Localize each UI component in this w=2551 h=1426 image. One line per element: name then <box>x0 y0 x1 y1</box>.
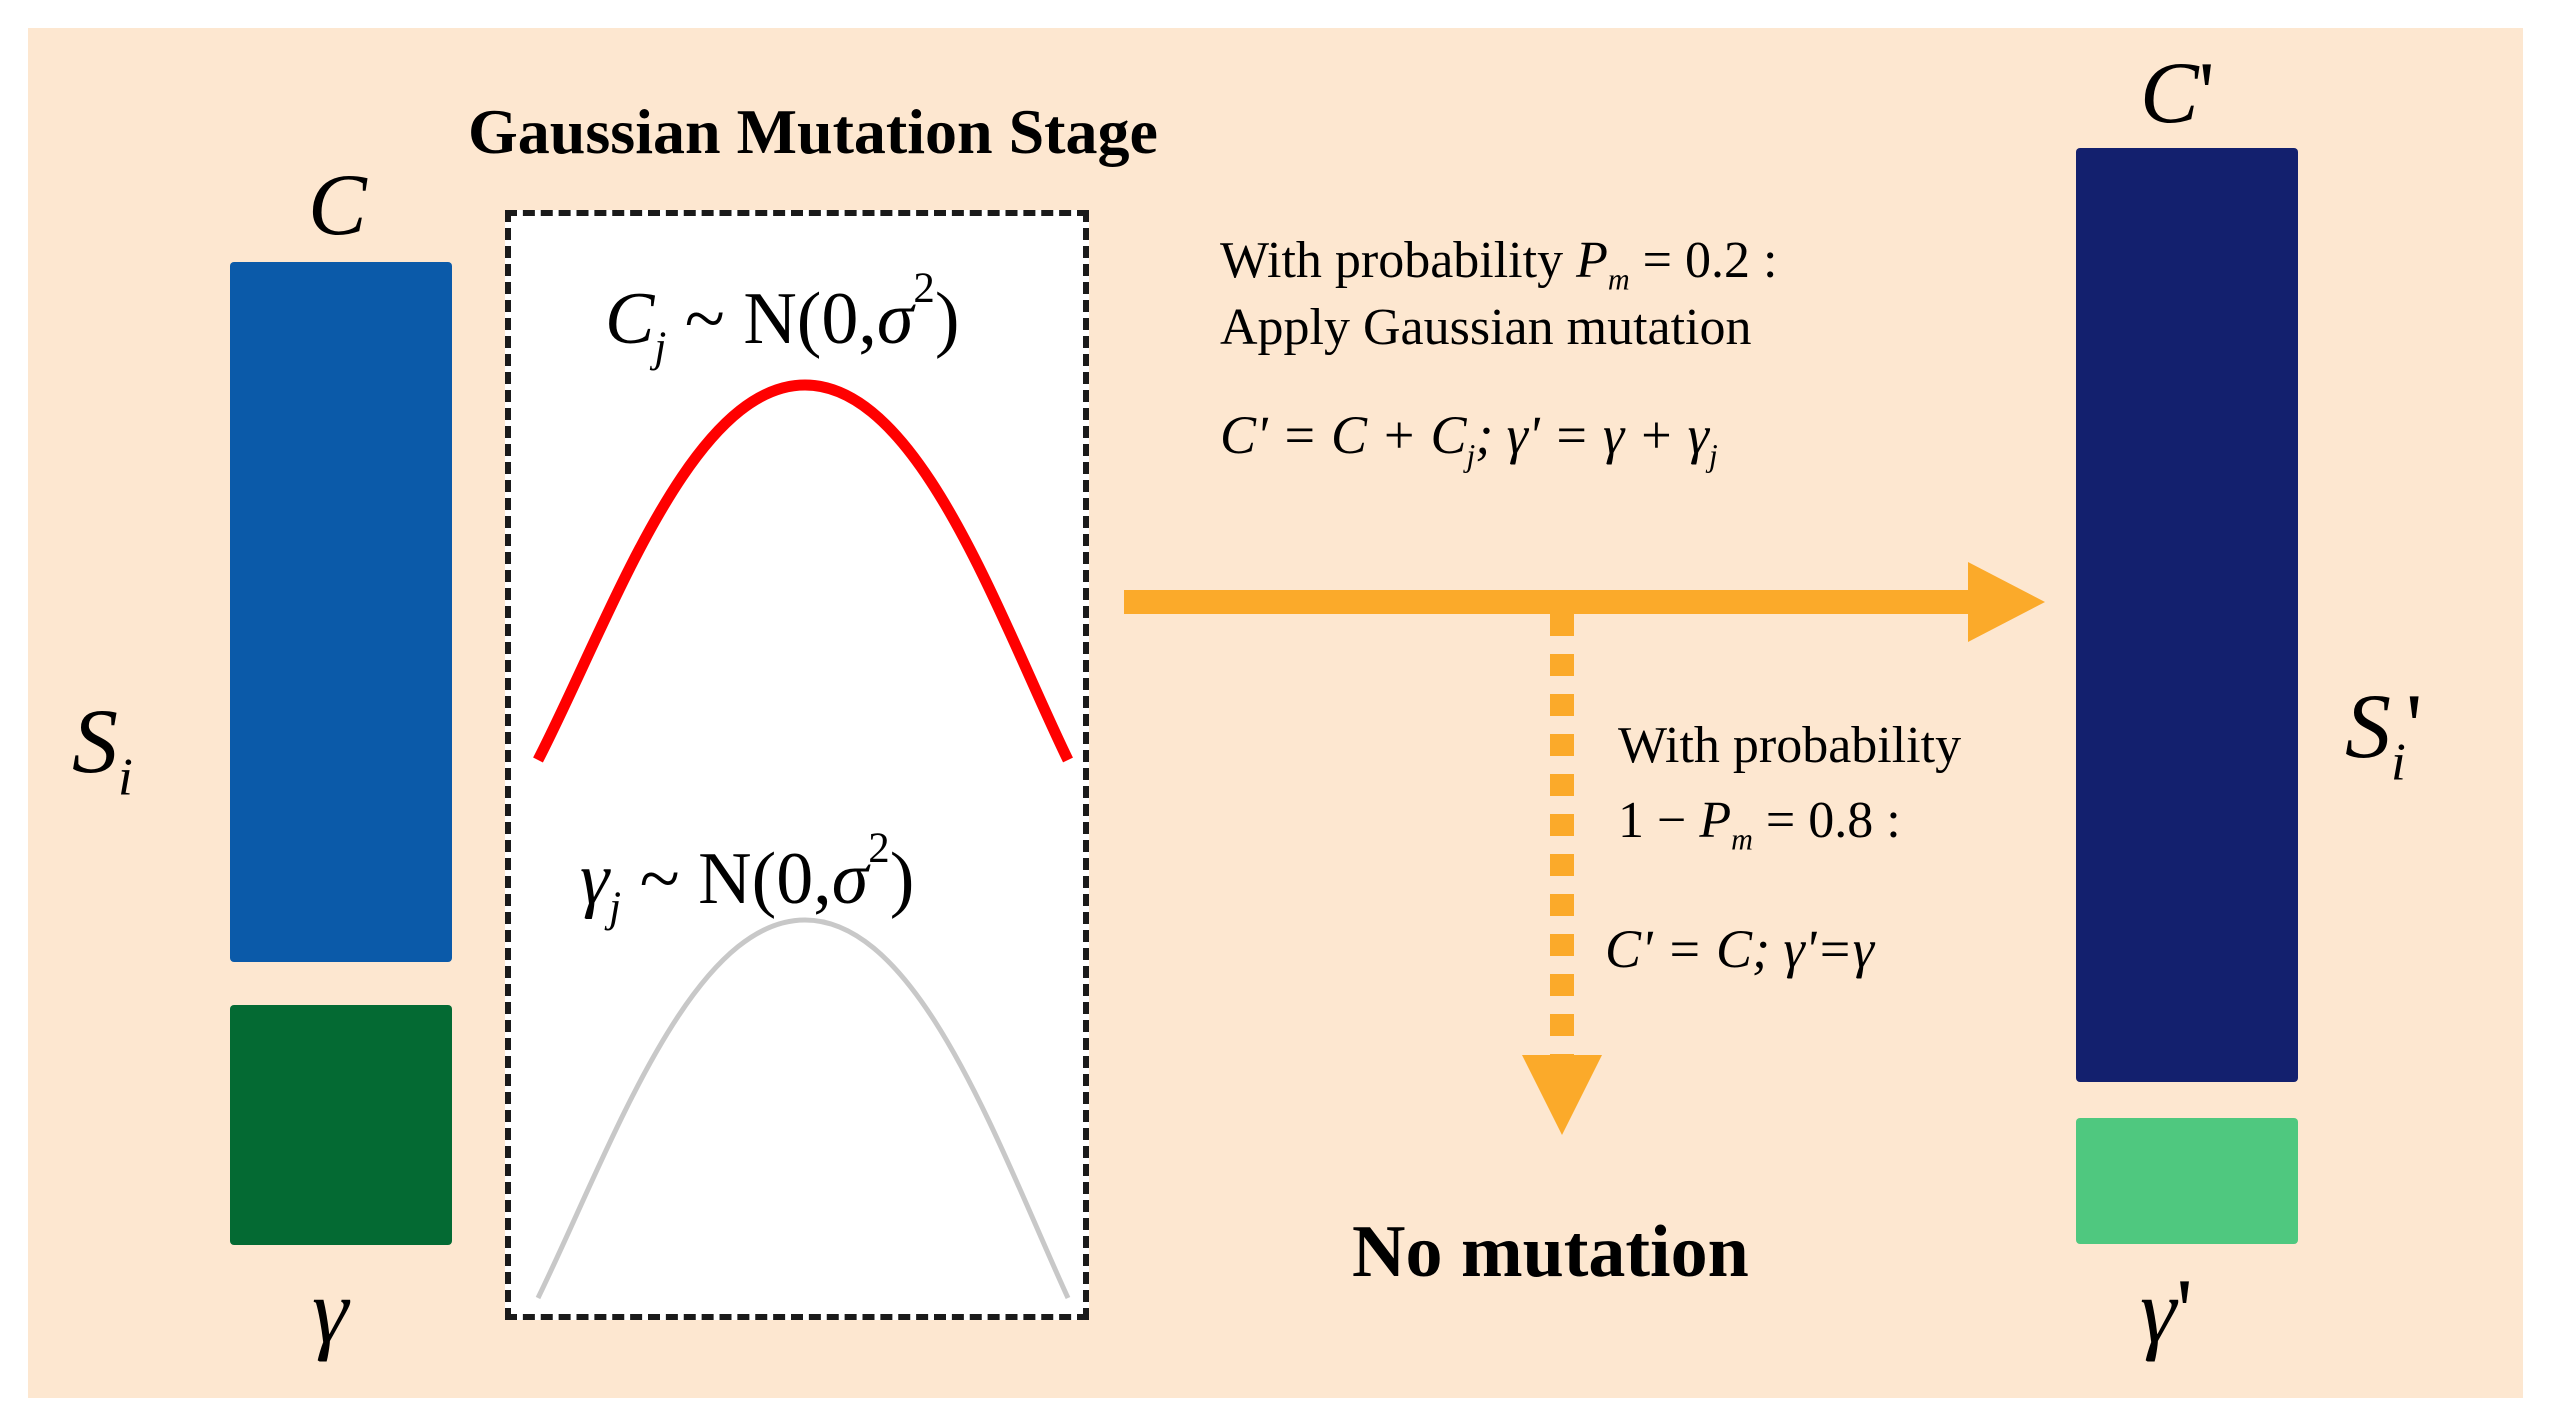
mutation-eq-gamma-sub: j <box>1708 438 1718 474</box>
no-mutation-eq-gamma: γ'=γ <box>1783 919 1875 979</box>
gamma-dist-sub: j <box>609 883 622 931</box>
mutation-probability-value: = 0.2 : <box>1629 232 1778 289</box>
mutation-eq-c: C' = C + C <box>1220 405 1467 465</box>
c-dist-sub: j <box>654 323 667 371</box>
output-c-prime: ' <box>2198 45 2215 142</box>
output-strategy-subscript: i <box>2391 731 2406 792</box>
gamma-dist-normal: N(0, <box>698 837 832 920</box>
no-mutation-pm-sub: m <box>1731 822 1753 857</box>
c-dist-sigma: σ <box>876 277 914 360</box>
mutation-probability-line: With probability Pm = 0.2 : <box>1220 235 1777 295</box>
no-mutation-equation: C' = C; γ'=γ <box>1605 922 1874 976</box>
no-mutation-probability-line: With probability <box>1618 717 1962 774</box>
mutation-apply-line: Apply Gaussian mutation <box>1220 299 1752 356</box>
gamma-dist-tilde: ~ <box>639 837 680 920</box>
output-gamma-label: γ' <box>2140 1265 2193 1357</box>
c-dist-normal: N(0, <box>743 277 877 360</box>
no-mutation-value: = 0.8 : <box>1752 792 1901 849</box>
mutation-arrow-head <box>1968 562 2045 642</box>
gamma-dist-exp: 2 <box>868 825 890 872</box>
input-gamma-label: γ <box>312 1260 349 1362</box>
output-strategy-label: Si' <box>2345 680 2422 789</box>
gamma-dist-close: ) <box>889 837 915 920</box>
output-c-bar <box>2076 148 2298 1082</box>
mutation-eq-c-sub: j <box>1466 438 1476 474</box>
input-strategy-s: S <box>72 690 118 792</box>
input-strategy-subscript: i <box>118 746 133 807</box>
output-strategy-s: S <box>2345 675 2391 777</box>
input-gamma-bar <box>230 1005 452 1245</box>
mutation-probability-prefix: With probability <box>1220 232 1577 289</box>
c-dist-exp: 2 <box>913 265 935 312</box>
gaussian-stage-box <box>505 210 1089 1320</box>
c-dist-tilde: ~ <box>684 277 725 360</box>
output-gamma-letter: γ <box>2140 1260 2177 1362</box>
c-dist-close: ) <box>934 277 960 360</box>
output-c-label: C' <box>2140 50 2215 138</box>
no-mutation-pm-var: P <box>1699 792 1732 849</box>
mutation-eq-gamma: γ' = γ + γ <box>1506 405 1709 465</box>
c-dist-var: C <box>605 277 655 360</box>
c-gaussian-curve <box>533 379 1073 763</box>
mutation-pm-sub: m <box>1607 262 1630 297</box>
no-mutation-arrow-head <box>1522 1055 1602 1135</box>
output-gamma-prime: ' <box>2176 1260 2193 1362</box>
no-mutation-prefix: 1 − <box>1618 792 1700 849</box>
output-c-letter: C <box>2140 45 2199 142</box>
output-strategy-prime: ' <box>2405 675 2423 777</box>
input-c-label: C <box>308 157 367 254</box>
no-mutation-result: No mutation <box>1352 1211 1749 1293</box>
input-c-bar <box>230 262 452 962</box>
gamma-dist-var: γ <box>580 837 610 920</box>
mutation-pm-var: P <box>1576 232 1608 289</box>
output-gamma-bar <box>2076 1118 2298 1244</box>
input-strategy-label: Si <box>72 695 133 804</box>
no-mutation-eq-c: C' = C; <box>1605 919 1771 979</box>
gamma-dist-sigma: σ <box>831 837 869 920</box>
no-mutation-probability-value-line: 1 − Pm = 0.8 : <box>1618 795 1901 855</box>
mutation-eq-sep: ; <box>1475 405 1507 465</box>
gamma-distribution-formula: γj ~ N(0,σ2) <box>580 825 915 931</box>
mutation-update-equation: C' = C + Cj; γ' = γ + γj <box>1220 408 1718 471</box>
gamma-gaussian-curve <box>535 917 1071 1300</box>
c-distribution-formula: Cj ~ N(0,σ2) <box>605 265 960 371</box>
stage-title: Gaussian Mutation Stage <box>468 96 1158 167</box>
